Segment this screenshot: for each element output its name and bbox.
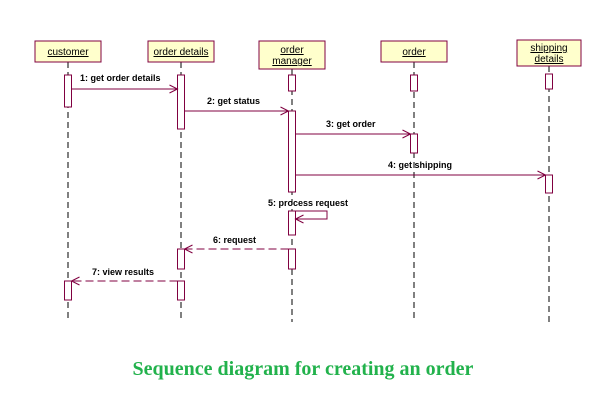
- message-4: 4: get shipping: [295, 160, 547, 180]
- activation-bar-order: [410, 74, 418, 92]
- activation-bar-order-manager: [288, 210, 296, 236]
- message-label: 6: request: [213, 235, 256, 245]
- activation-bar-shipping-details: [545, 73, 553, 90]
- arrowhead: [537, 170, 547, 180]
- activation-bar-customer: [64, 280, 72, 301]
- activation-bar-order-manager: [288, 74, 296, 92]
- messages: 1: get order details 2: get status 3: get …: [70, 73, 547, 286]
- object-label-order-manager: order: [280, 45, 304, 56]
- arrowhead: [169, 84, 179, 94]
- arrowhead: [402, 129, 412, 139]
- object-order: order: [380, 40, 448, 63]
- object-order-details: order details: [147, 40, 215, 63]
- object-label-shipping-details: details: [535, 54, 564, 65]
- message-2: 2: get status: [184, 96, 290, 116]
- message-1: 1: get order details: [71, 73, 179, 94]
- message-6: 6: request: [183, 235, 289, 254]
- object-box-order-manager: [258, 40, 326, 70]
- lifelines: [67, 62, 550, 322]
- object-label-order-details: order details: [153, 47, 208, 58]
- object-label-shipping-details: shipping: [530, 43, 567, 54]
- object-box-shipping-details: [516, 39, 582, 67]
- activation-bar-order-details: [177, 248, 185, 270]
- object-label-order: order: [402, 47, 426, 58]
- message-5: 5: process request: [268, 198, 348, 224]
- object-box-customer: [34, 40, 102, 63]
- activation-bar-order-details: [177, 74, 185, 130]
- object-box-order: [380, 40, 448, 63]
- object-customer: customer: [34, 40, 102, 63]
- object-label-customer: customer: [47, 47, 89, 58]
- activation-bars: [64, 73, 553, 301]
- message-7: 7: view results: [70, 267, 178, 286]
- arrowhead: [183, 244, 193, 254]
- message-line: [295, 210, 328, 220]
- activation-bar-order-details: [177, 280, 185, 301]
- activation-bar-order-manager: [288, 110, 296, 193]
- arrowhead: [294, 214, 304, 224]
- message-label: 5: process request: [268, 198, 348, 208]
- message-label: 3: get order: [326, 119, 376, 129]
- diagram-caption: Sequence diagram for creating an order: [132, 358, 474, 380]
- message-label: 4: get shipping: [388, 160, 452, 170]
- message-3: 3: get order: [295, 119, 412, 139]
- arrowhead: [70, 276, 80, 286]
- object-box-order-details: [147, 40, 215, 63]
- activation-bar-order: [410, 133, 418, 154]
- activation-bar-shipping-details: [545, 174, 553, 194]
- message-label: 1: get order details: [80, 73, 161, 83]
- arrowhead: [280, 106, 290, 116]
- message-label: 7: view results: [92, 267, 154, 277]
- message-label: 2: get status: [207, 96, 260, 106]
- activation-bar-customer: [64, 74, 72, 108]
- object-label-order-manager: manager: [272, 56, 312, 67]
- activation-bar-order-manager: [288, 248, 296, 270]
